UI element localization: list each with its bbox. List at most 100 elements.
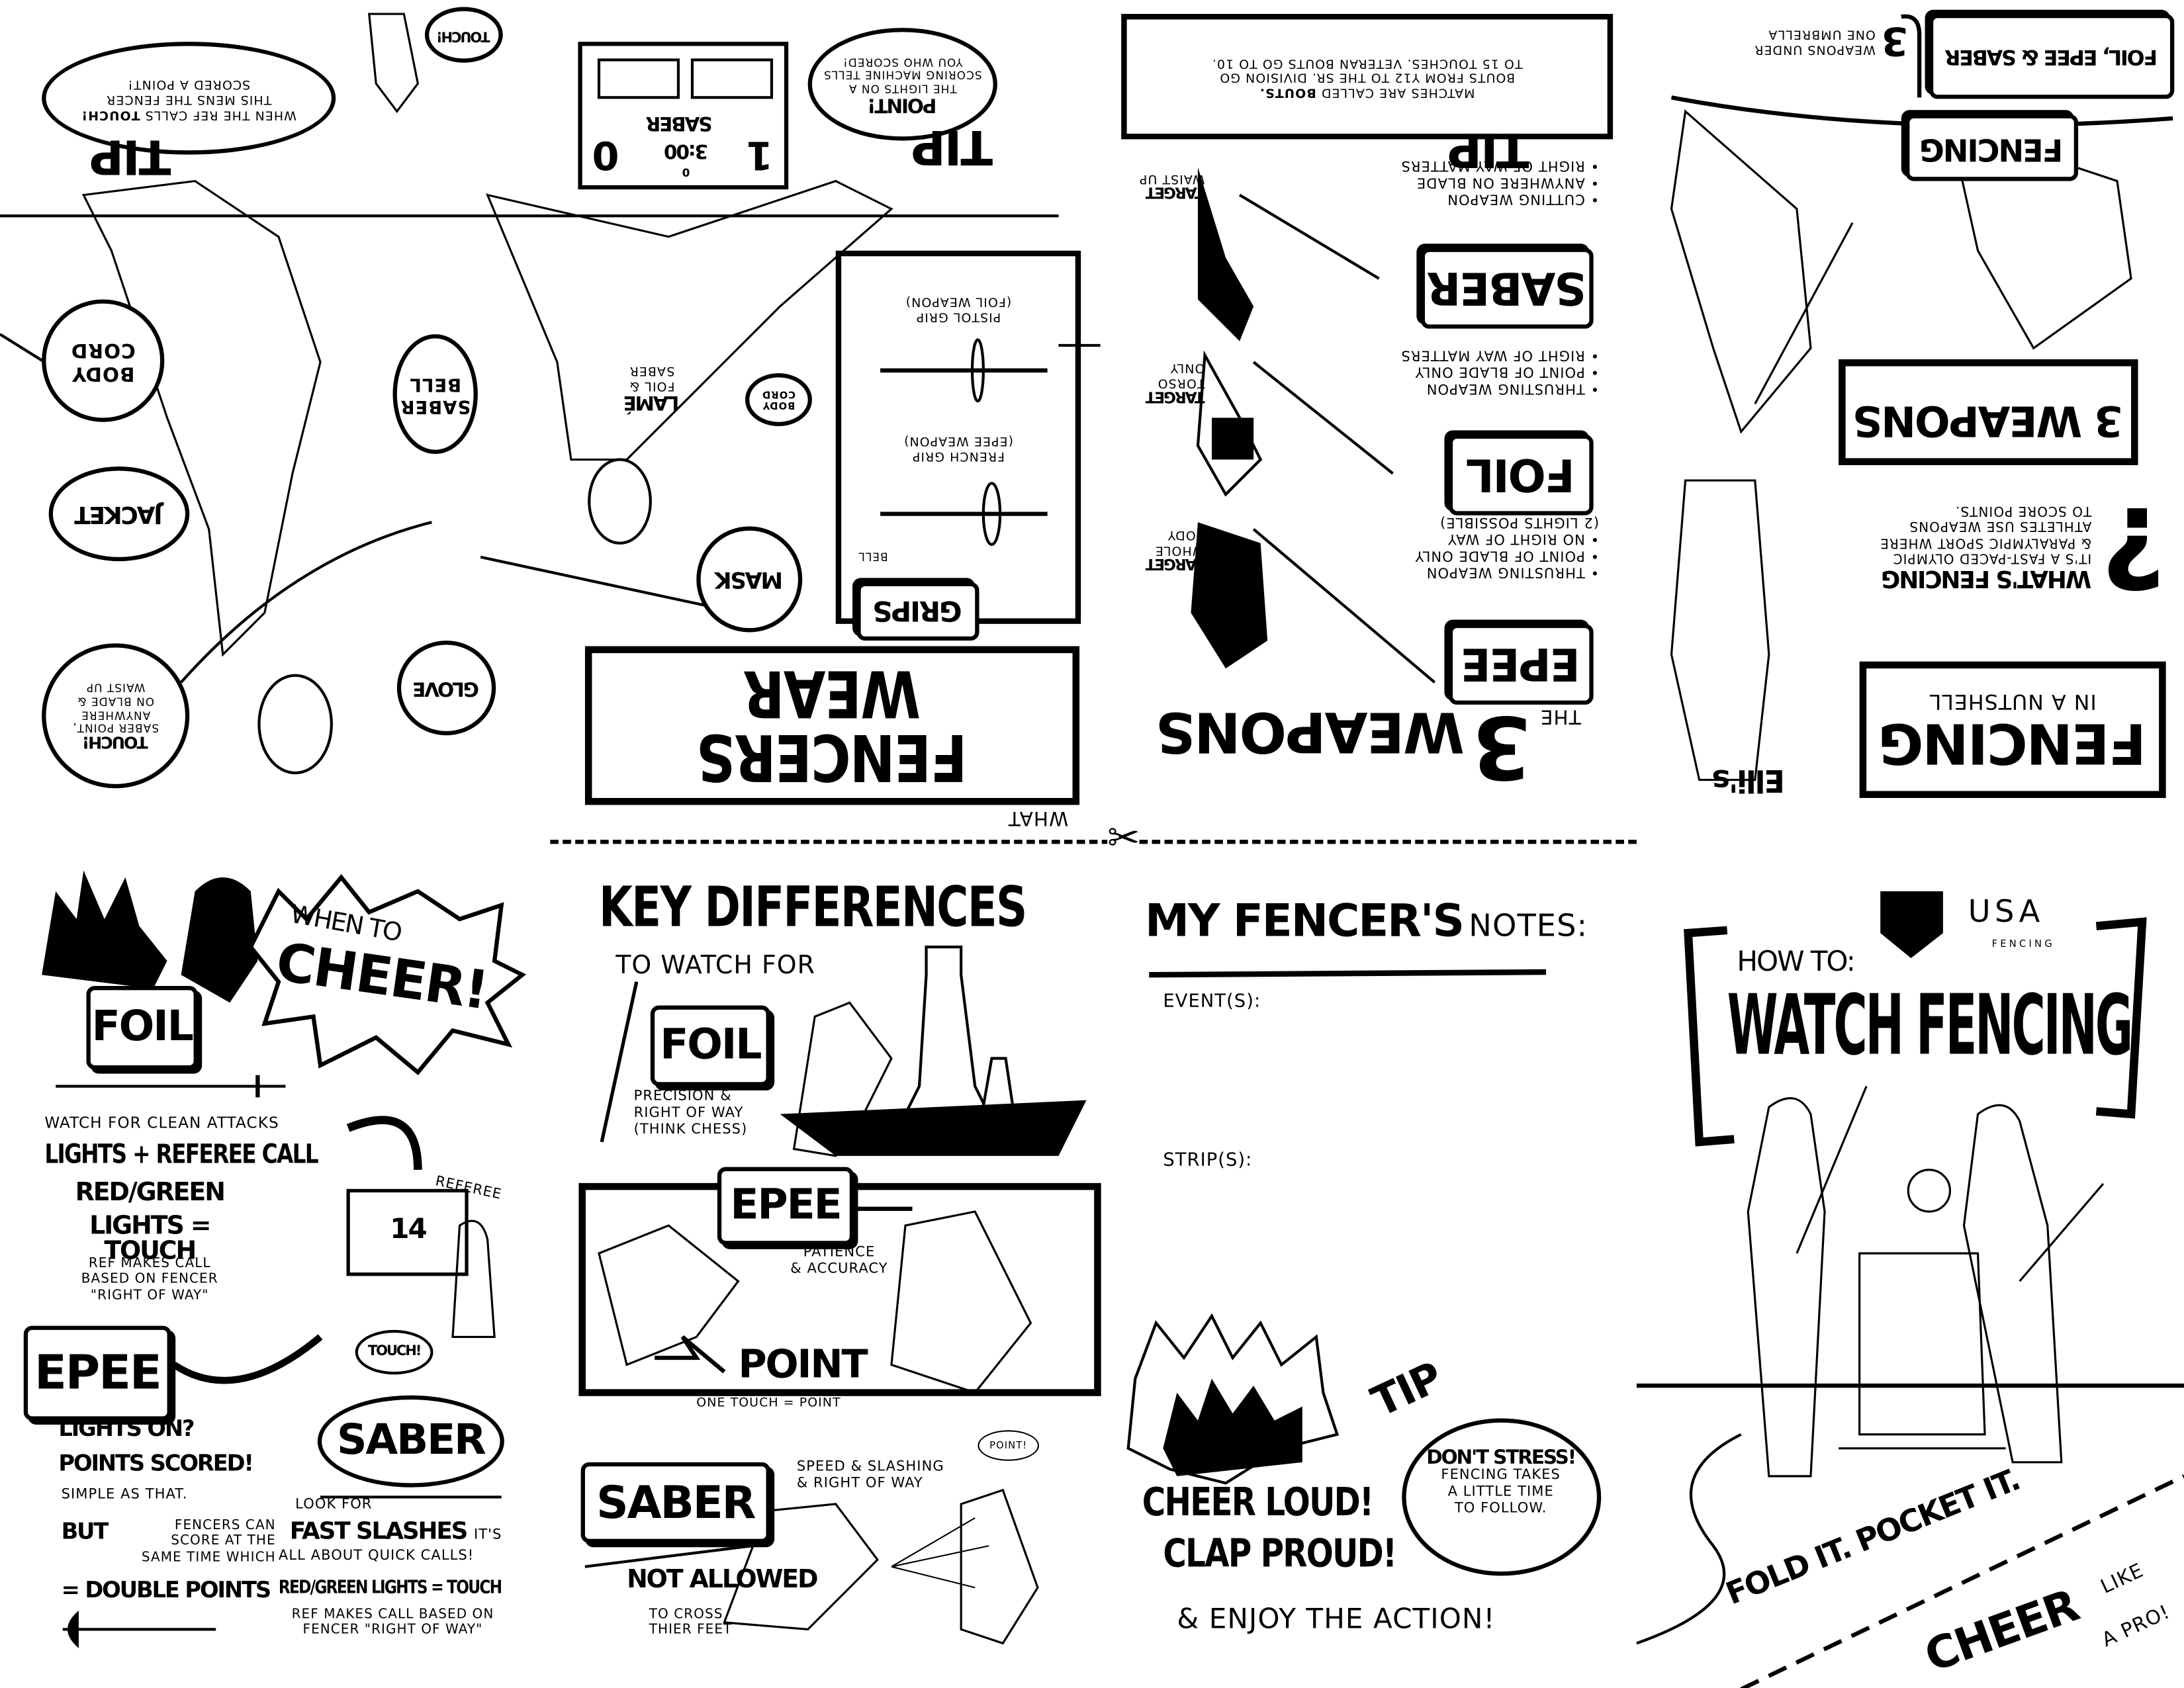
crowd-silhouette bbox=[42, 870, 167, 989]
referee-figure bbox=[451, 1220, 496, 1338]
slash-lines bbox=[891, 1517, 989, 1589]
chessboard-floor bbox=[780, 1100, 1087, 1156]
kd-not-allowed: NOT ALLOWED bbox=[627, 1565, 818, 1595]
crowd-silhouette-notes bbox=[1163, 1378, 1302, 1476]
kd-saber-text: SPEED & SLASHING & RIGHT OF WAY bbox=[796, 1459, 944, 1492]
nutshell-fencer-1 bbox=[1670, 109, 1812, 434]
saber-note: REF MAKES CALL BASED ON FENCER "RIGHT OF… bbox=[291, 1607, 494, 1638]
cheer-epee-label: EPEE bbox=[23, 1325, 171, 1421]
epee-result: = DOUBLE POINTS bbox=[61, 1576, 271, 1603]
notes-title: MY FENCER'S NOTES: bbox=[1145, 898, 1588, 946]
how-to: HOW TO: bbox=[1737, 944, 1855, 978]
notes-title-light: NOTES: bbox=[1469, 909, 1588, 944]
weapon-epee-blade bbox=[1252, 528, 1436, 684]
kd-point-text: ONE TOUCH = POINT bbox=[696, 1396, 841, 1411]
foil-note: REF MAKES CALL BASED ON FENCER "RIGHT OF… bbox=[81, 1256, 218, 1304]
cover-blade-left bbox=[1796, 1085, 1868, 1254]
kd-not-allowed-text: TO CROSS THIER FEET bbox=[649, 1607, 733, 1638]
blade-left bbox=[180, 521, 432, 684]
foil-intro: WATCH FOR CLEAN ATTACKS bbox=[44, 1114, 279, 1133]
cover-wheelchair-athlete-head bbox=[1907, 1169, 1952, 1213]
key-differences-subtitle: TO WATCH FOR bbox=[615, 951, 816, 981]
nutshell-fencer-2 bbox=[1948, 124, 2132, 350]
fold-dashed-line bbox=[1740, 1474, 2184, 1688]
mascot-outline bbox=[1670, 479, 1770, 781]
epee-but-text: FENCERS CAN SCORE AT THE SAME TIME WHICH bbox=[141, 1518, 276, 1566]
scorer-figure bbox=[367, 13, 420, 113]
epee-figure bbox=[1191, 522, 1268, 669]
cheer-saber-label: SABER bbox=[317, 1395, 504, 1488]
clap-proud: CLAP PROUD! bbox=[1163, 1530, 1397, 1577]
bracket-right bbox=[2095, 917, 2147, 1119]
grip-icons bbox=[880, 338, 1048, 547]
kd-point: POINT bbox=[738, 1341, 868, 1388]
saber-fencer-right bbox=[960, 1488, 1039, 1645]
saber-look-for: LOOK FOR bbox=[295, 1497, 373, 1513]
machine-score: 14 bbox=[390, 1212, 427, 1245]
cheering-fan-silhouette bbox=[181, 877, 258, 1003]
foil-bell-icon bbox=[970, 338, 985, 403]
foil-sub2: LIGHTS = TOUCH bbox=[89, 1212, 211, 1266]
saber-fast-line: FAST SLASHES IT'S bbox=[290, 1518, 502, 1544]
top-illustrations bbox=[0, 13, 2173, 781]
bracket-left bbox=[1684, 926, 1735, 1147]
kd-saber-label: SABER bbox=[580, 1462, 770, 1543]
strip-label: STRIP(S): bbox=[1163, 1150, 1253, 1171]
foil-fencer bbox=[792, 1001, 893, 1157]
epee-line1: LIGHTS ON? bbox=[58, 1415, 195, 1442]
cover-blade-right bbox=[2019, 1182, 2105, 1282]
cheer-loud: CHEER LOUD! bbox=[1142, 1479, 1374, 1525]
scoring-machine bbox=[346, 1188, 469, 1276]
arrow-epee-to-machine bbox=[172, 1334, 323, 1384]
mask-right bbox=[588, 458, 652, 545]
epee-but: BUT bbox=[61, 1518, 109, 1545]
cheer-burst bbox=[248, 873, 527, 1075]
weapon-foil-blade bbox=[1252, 361, 1394, 475]
foil-figure bbox=[1196, 350, 1263, 497]
notes-tip-heading: DON'T STRESS! bbox=[1426, 1446, 1576, 1470]
mask-left bbox=[257, 674, 333, 775]
epee-bell-icon bbox=[981, 482, 1002, 547]
event-label: EVENT(S): bbox=[1163, 991, 1261, 1013]
foil-figure-torso bbox=[1212, 418, 1254, 460]
strip-field[interactable] bbox=[1295, 1150, 1574, 1289]
kd-point-bubble: POINT! bbox=[978, 1430, 1040, 1461]
tip-stress-bubble bbox=[1402, 1418, 1602, 1576]
arrow-point bbox=[655, 1335, 726, 1374]
watch-fencing-title: WATCH FENCING bbox=[1727, 975, 2133, 1074]
usa-fencing-shield-logo bbox=[1880, 891, 1943, 958]
notes-tip-content: DON'T STRESS! FENCING TAKES A LITTLE TIM… bbox=[1414, 1448, 1588, 1518]
grips-panel: BELL FRENCH GRIP (EPEE WEAPON) PISTOL GR… bbox=[835, 250, 1081, 624]
saber-its: IT'S bbox=[474, 1527, 502, 1543]
cover-fencer-right bbox=[1962, 1104, 2063, 1464]
epee-line2: POINTS SCORED! bbox=[58, 1449, 253, 1476]
nutshell-blade bbox=[1754, 222, 1854, 405]
epee-line3: SIMPLE AS THAT. bbox=[61, 1487, 188, 1503]
notes-title-bold: MY FENCER'S bbox=[1144, 894, 1465, 948]
foil-sub1: RED/GREEN bbox=[75, 1178, 226, 1208]
logo-usa: USA bbox=[1968, 895, 2044, 930]
notes-tip-text: FENCING TAKES A LITTLE TIME TO FOLLOW. bbox=[1441, 1468, 1561, 1517]
cover-wheelchair bbox=[1839, 1252, 2006, 1450]
notes-underline bbox=[1149, 969, 1547, 978]
chess-king bbox=[903, 946, 991, 1116]
kd-saber-blade bbox=[584, 1544, 752, 1568]
kd-foil-text: PRECISION & RIGHT OF WAY (THINK CHESS) bbox=[633, 1088, 748, 1138]
event-field[interactable] bbox=[1295, 991, 1574, 1130]
saber-quick: ALL ABOUT QUICK CALLS! bbox=[278, 1548, 475, 1564]
arrow-to-machine bbox=[346, 1116, 422, 1170]
saber-lights: RED/GREEN LIGHTS = TOUCH bbox=[278, 1577, 502, 1599]
cheer-touch-bubble: TOUCH! bbox=[355, 1329, 433, 1375]
kd-epee-label: EPEE bbox=[717, 1167, 854, 1245]
foil-headline: LIGHTS + REFEREE CALL bbox=[44, 1139, 318, 1170]
kd-epee-text: PATIENCE & ACCURACY bbox=[790, 1245, 888, 1277]
key-differences-title: KEY DIFFERENCES bbox=[598, 875, 1027, 940]
saber-figure bbox=[1197, 167, 1254, 341]
enjoy-the-action: & ENJOY THE ACTION! bbox=[1177, 1601, 1496, 1635]
cut-line bbox=[550, 840, 1637, 844]
epee-fencer-right bbox=[890, 1210, 1032, 1394]
umbrella-handle bbox=[1901, 14, 1922, 98]
saber-fencer-left bbox=[723, 1503, 879, 1631]
